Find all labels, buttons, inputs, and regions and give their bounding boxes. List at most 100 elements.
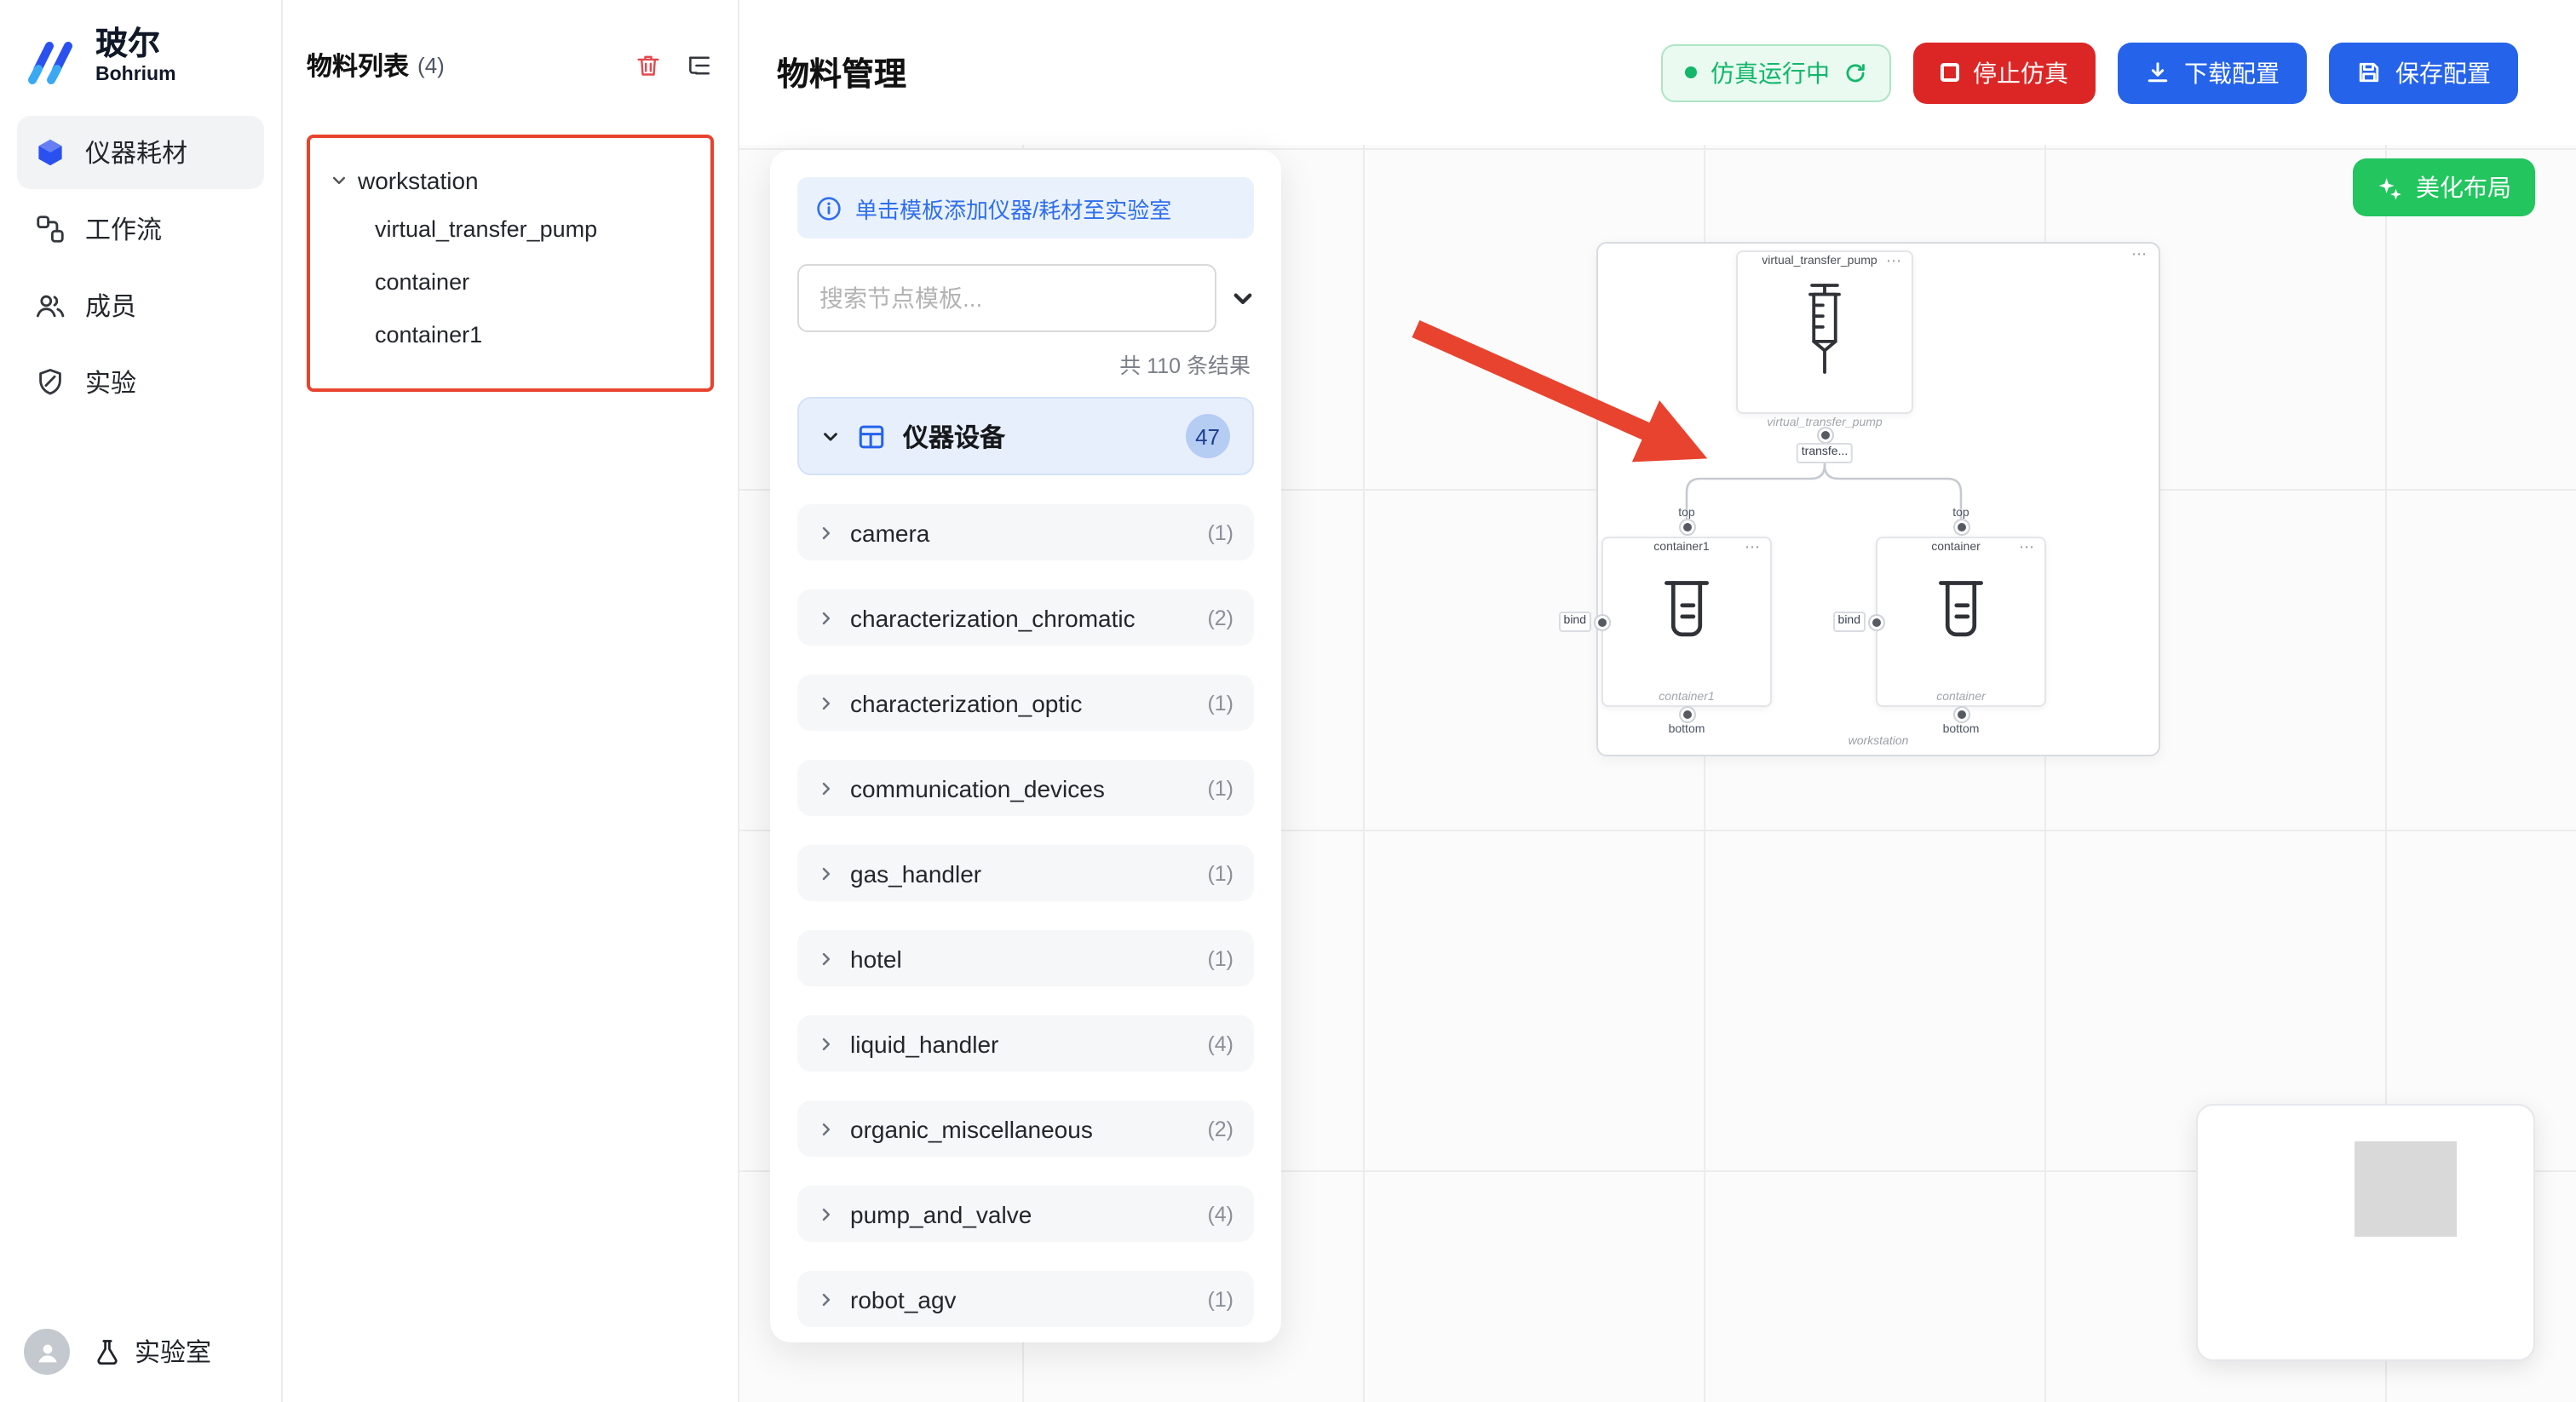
bottom-port[interactable] xyxy=(1682,710,1691,719)
template-category-row[interactable]: robot_agv (1) xyxy=(797,1271,1254,1327)
template-category-row[interactable]: hotel (1) xyxy=(797,930,1254,986)
sidebar-item-experiment[interactable]: 实验 xyxy=(17,346,264,419)
more-icon[interactable]: ⋯ xyxy=(1745,538,1762,555)
category-label: liquid_handler xyxy=(850,1030,999,1057)
chevron-down-icon xyxy=(821,427,840,445)
template-category-row[interactable]: camera (1) xyxy=(797,504,1254,560)
more-icon[interactable]: ⋯ xyxy=(2019,538,2036,555)
bottom-port-label: bottom xyxy=(1942,724,1980,736)
node-title: container1 xyxy=(1653,542,1710,554)
cube-icon xyxy=(34,136,66,169)
tree-item[interactable]: container xyxy=(310,256,710,308)
result-count: 共 110 条结果 xyxy=(1119,354,1251,378)
collapse-chevron-icon[interactable] xyxy=(1232,287,1254,309)
category-label: communication_devices xyxy=(850,774,1105,802)
download-icon xyxy=(2145,60,2171,85)
template-category-row[interactable]: liquid_handler (4) xyxy=(797,1015,1254,1072)
bohrium-logo-icon xyxy=(20,27,82,89)
tree-item[interactable]: virtual_transfer_pump xyxy=(310,203,710,256)
node-sub-label: virtual_transfer_pump xyxy=(1767,417,1883,429)
bottom-port[interactable] xyxy=(1957,710,1965,719)
stop-button-label: 停止仿真 xyxy=(1973,59,2068,86)
download-config-button[interactable]: 下载配置 xyxy=(2118,42,2307,103)
sidebar-item-label: 仪器耗材 xyxy=(85,140,188,169)
highlight-box: workstation virtual_transfer_pump contai… xyxy=(307,135,714,392)
workflow-icon xyxy=(34,213,66,245)
bind-port[interactable] xyxy=(1597,618,1606,626)
node-card[interactable] xyxy=(1876,537,2046,707)
node-title: container xyxy=(1931,542,1981,554)
category-label: pump_and_valve xyxy=(850,1200,1032,1227)
category-count: (1) xyxy=(1207,861,1233,885)
sidebar-item-label: 工作流 xyxy=(85,216,163,245)
template-category-row[interactable]: communication_devices (1) xyxy=(797,760,1254,816)
refresh-icon[interactable] xyxy=(1843,60,1867,84)
more-icon[interactable]: ⋯ xyxy=(2131,245,2148,262)
category-count: (1) xyxy=(1207,946,1233,970)
info-icon xyxy=(816,195,842,221)
category-count: (1) xyxy=(1207,691,1233,715)
chevron-right-icon xyxy=(818,1290,835,1307)
sidebar: 玻尔 Bohrium 仪器耗材 工作流 成员 xyxy=(0,0,283,1402)
top-port[interactable] xyxy=(1957,523,1965,531)
brand-name: 玻尔 xyxy=(95,27,161,64)
node-card[interactable] xyxy=(1736,250,1913,414)
info-banner: 单击模板添加仪器/耗材至实验室 xyxy=(797,177,1254,238)
category-label: robot_agv xyxy=(850,1285,957,1313)
template-category-row[interactable]: characterization_optic (1) xyxy=(797,675,1254,731)
laboratory-link[interactable]: 实验室 xyxy=(92,1334,211,1370)
node-virtual-transfer-pump[interactable]: virtual_transfer_pump ⋯ virtual_transfer… xyxy=(1736,250,1913,463)
top-port-label: top xyxy=(1678,508,1695,520)
main-area: 物料管理 仿真运行中 停止仿真 下载配置 xyxy=(739,0,2576,1402)
more-icon[interactable]: ⋯ xyxy=(1886,252,1903,269)
tree-item-workstation[interactable]: workstation xyxy=(310,158,710,203)
tree-list-icon[interactable] xyxy=(685,51,714,80)
sidebar-item-instruments[interactable]: 仪器耗材 xyxy=(17,116,264,189)
top-port-label: top xyxy=(1952,508,1969,520)
syringe-icon xyxy=(1796,278,1854,380)
save-config-button[interactable]: 保存配置 xyxy=(2329,42,2518,103)
group-label: workstation xyxy=(1848,736,1909,748)
download-button-label: 下载配置 xyxy=(2184,59,2280,86)
node-container[interactable]: top container ⋯ container bind bottom xyxy=(1832,508,2046,736)
template-category-row[interactable]: gas_handler (1) xyxy=(797,845,1254,901)
category-label: organic_miscellaneous xyxy=(850,1115,1093,1142)
search-input[interactable] xyxy=(797,264,1216,332)
sparkles-icon xyxy=(2377,175,2402,200)
template-category-row[interactable]: characterization_chromatic (2) xyxy=(797,589,1254,646)
port-label: transfe... xyxy=(1796,443,1854,463)
simulation-status-pill[interactable]: 仿真运行中 xyxy=(1661,43,1891,101)
bind-port-label: bind xyxy=(1558,612,1591,632)
section-instruments[interactable]: 仪器设备 47 xyxy=(797,397,1254,475)
flask-icon xyxy=(92,1336,123,1367)
chevron-right-icon xyxy=(818,1035,835,1052)
beautify-layout-button[interactable]: 美化布局 xyxy=(2353,158,2535,216)
avatar[interactable] xyxy=(24,1329,70,1375)
sidebar-item-members[interactable]: 成员 xyxy=(17,269,264,342)
brand-logo[interactable]: 玻尔 Bohrium xyxy=(17,24,264,116)
topbar: 物料管理 仿真运行中 停止仿真 下载配置 xyxy=(739,0,2576,145)
stop-simulation-button[interactable]: 停止仿真 xyxy=(1913,42,2096,103)
laboratory-label: 实验室 xyxy=(135,1339,212,1368)
template-category-row[interactable]: organic_miscellaneous (2) xyxy=(797,1100,1254,1157)
tree-item-label: virtual_transfer_pump xyxy=(375,216,598,242)
search-row xyxy=(797,264,1254,332)
sidebar-item-workflow[interactable]: 工作流 xyxy=(17,192,264,266)
bind-port[interactable] xyxy=(1872,618,1880,626)
chevron-right-icon xyxy=(818,1120,835,1137)
trash-icon[interactable] xyxy=(634,51,663,80)
chevron-down-icon[interactable] xyxy=(331,172,348,189)
node-container1[interactable]: top container1 ⋯ container1 bind bottom xyxy=(1558,508,1772,736)
chevron-right-icon xyxy=(818,779,835,796)
minimap-viewport[interactable] xyxy=(2355,1141,2457,1237)
template-category-row[interactable]: pump_and_valve (4) xyxy=(797,1186,1254,1242)
category-count: (2) xyxy=(1207,606,1233,629)
node-title: virtual_transfer_pump xyxy=(1762,256,1877,267)
minimap[interactable] xyxy=(2196,1104,2535,1361)
output-port[interactable] xyxy=(1820,431,1829,440)
tree-item[interactable]: container1 xyxy=(310,308,710,361)
status-label: 仿真运行中 xyxy=(1711,59,1830,86)
tree-item-label: container1 xyxy=(375,322,483,348)
section-count-badge: 47 xyxy=(1185,414,1230,458)
top-port[interactable] xyxy=(1682,523,1691,531)
